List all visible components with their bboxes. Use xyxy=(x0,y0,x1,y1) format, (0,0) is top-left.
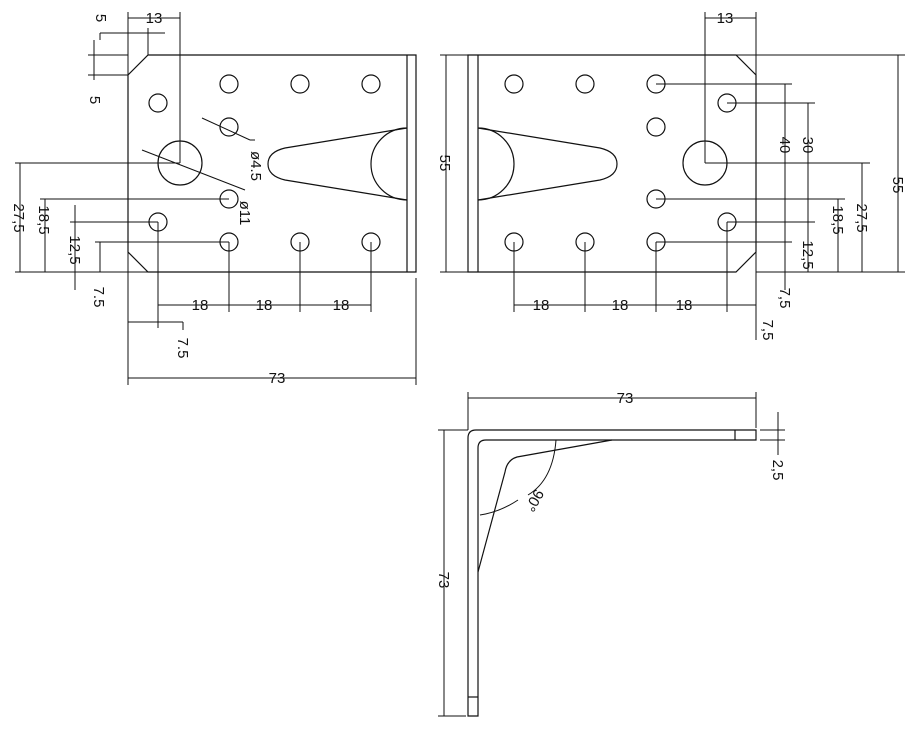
dim-73: 73 xyxy=(269,370,286,387)
dimension-lines xyxy=(438,392,785,717)
dim-thickness: 2,5 xyxy=(769,460,786,481)
dim-12-5: 12,5 xyxy=(66,235,83,264)
dim-pitch-1: 18 xyxy=(533,297,550,314)
dim-55-right: 55 xyxy=(889,177,906,194)
dim-18-5: 18,5 xyxy=(829,205,846,234)
dim-73-width: 73 xyxy=(617,390,634,407)
dimension-lines xyxy=(440,12,905,340)
dim-7-5-a: 7,5 xyxy=(776,288,793,309)
dim-55-left: 55 xyxy=(436,155,453,172)
stiffener-slot xyxy=(267,127,408,201)
dim-40: 40 xyxy=(776,137,793,154)
dim-chamfer-y: 5 xyxy=(86,96,103,104)
gusset-profile xyxy=(477,439,613,573)
dim-30: 30 xyxy=(799,137,816,154)
front-view: 13 5 5 ø4.5 ø11 27,5 18,5 12,5 7.5 18 18… xyxy=(10,10,417,387)
dim-large-hole: ø11 xyxy=(236,201,253,226)
dim-12-5: 12,5 xyxy=(799,240,816,269)
dim-pitch-3: 18 xyxy=(676,297,693,314)
angle-profile xyxy=(467,429,757,717)
dim-small-hole: ø4.5 xyxy=(247,151,264,181)
dim-27-5: 27,5 xyxy=(10,203,27,232)
dim-7-5: 7.5 xyxy=(90,287,107,308)
dim-27-5: 27,5 xyxy=(853,203,870,232)
dim-pitch-1: 18 xyxy=(192,297,209,314)
dim-73-height: 73 xyxy=(435,572,452,589)
stiffener-slot xyxy=(477,127,618,201)
dim-chamfer-x: 5 xyxy=(92,14,109,22)
dim-angle: 90° xyxy=(521,486,547,514)
dim-edge-7-5: 7.5 xyxy=(174,338,191,359)
dim-pitch-2: 18 xyxy=(612,297,629,314)
dim-pitch-2: 18 xyxy=(256,297,273,314)
stiffener-arc xyxy=(477,127,515,201)
dim-18-5: 18,5 xyxy=(35,205,52,234)
stiffener-arc xyxy=(370,127,408,201)
dim-13: 13 xyxy=(717,10,734,27)
holes xyxy=(504,74,737,252)
dim-7-5-b: 7,5 xyxy=(759,320,776,341)
dim-13: 13 xyxy=(146,10,163,27)
side-view: 73 73 2,5 90° xyxy=(435,390,786,717)
rear-view: 13 55 40 30 18,5 27,5 55 12,5 7,5 7,5 18… xyxy=(436,10,906,340)
dimension-lines xyxy=(15,12,417,385)
dim-pitch-3: 18 xyxy=(333,297,350,314)
